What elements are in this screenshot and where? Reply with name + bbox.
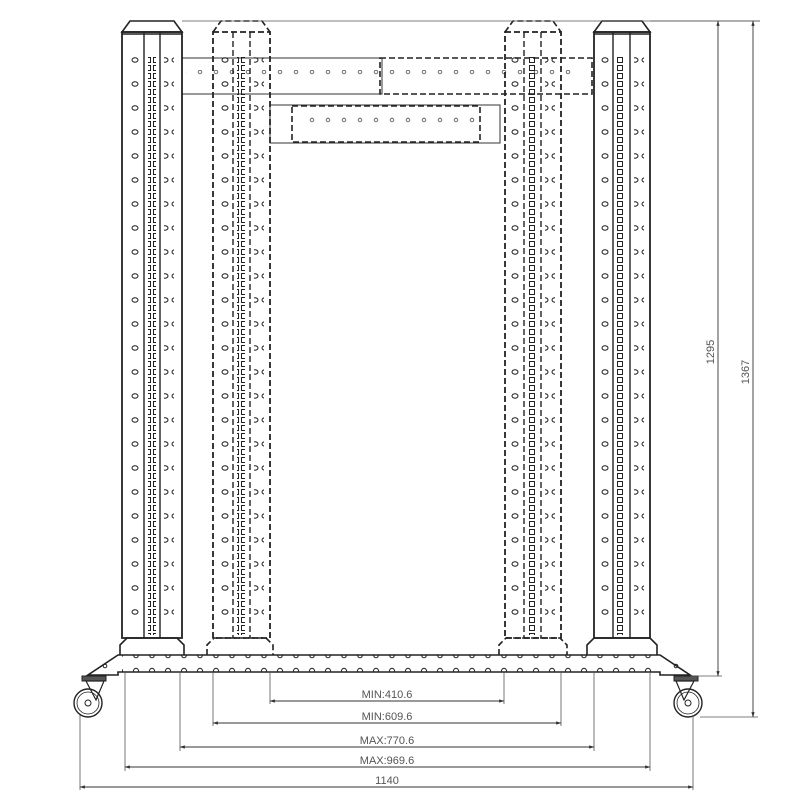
outer-left-post bbox=[119, 20, 185, 655]
dim-overall-width: 1140 bbox=[375, 775, 399, 787]
vertical-dimension-lines bbox=[716, 20, 755, 718]
extension-lines bbox=[79, 20, 760, 790]
dim-overall-height: 1367 bbox=[740, 360, 752, 384]
outer-right-post bbox=[586, 20, 658, 655]
upper-crossbeam bbox=[181, 57, 593, 95]
dim-max-969: MAX:969.6 bbox=[360, 755, 414, 767]
right-caster bbox=[673, 675, 703, 718]
inner-left-post bbox=[206, 20, 274, 655]
dim-min-609: MIN:609.6 bbox=[362, 711, 413, 723]
dim-min-410: MIN:410.6 bbox=[362, 689, 413, 701]
dim-post-height: 1295 bbox=[705, 340, 717, 364]
horizontal-dimension-lines bbox=[79, 699, 694, 789]
base-bar bbox=[85, 654, 693, 676]
lower-crossbeam bbox=[269, 104, 501, 144]
inner-right-post bbox=[498, 20, 568, 655]
dim-max-770: MAX:770.6 bbox=[360, 735, 414, 747]
left-caster bbox=[73, 675, 107, 718]
